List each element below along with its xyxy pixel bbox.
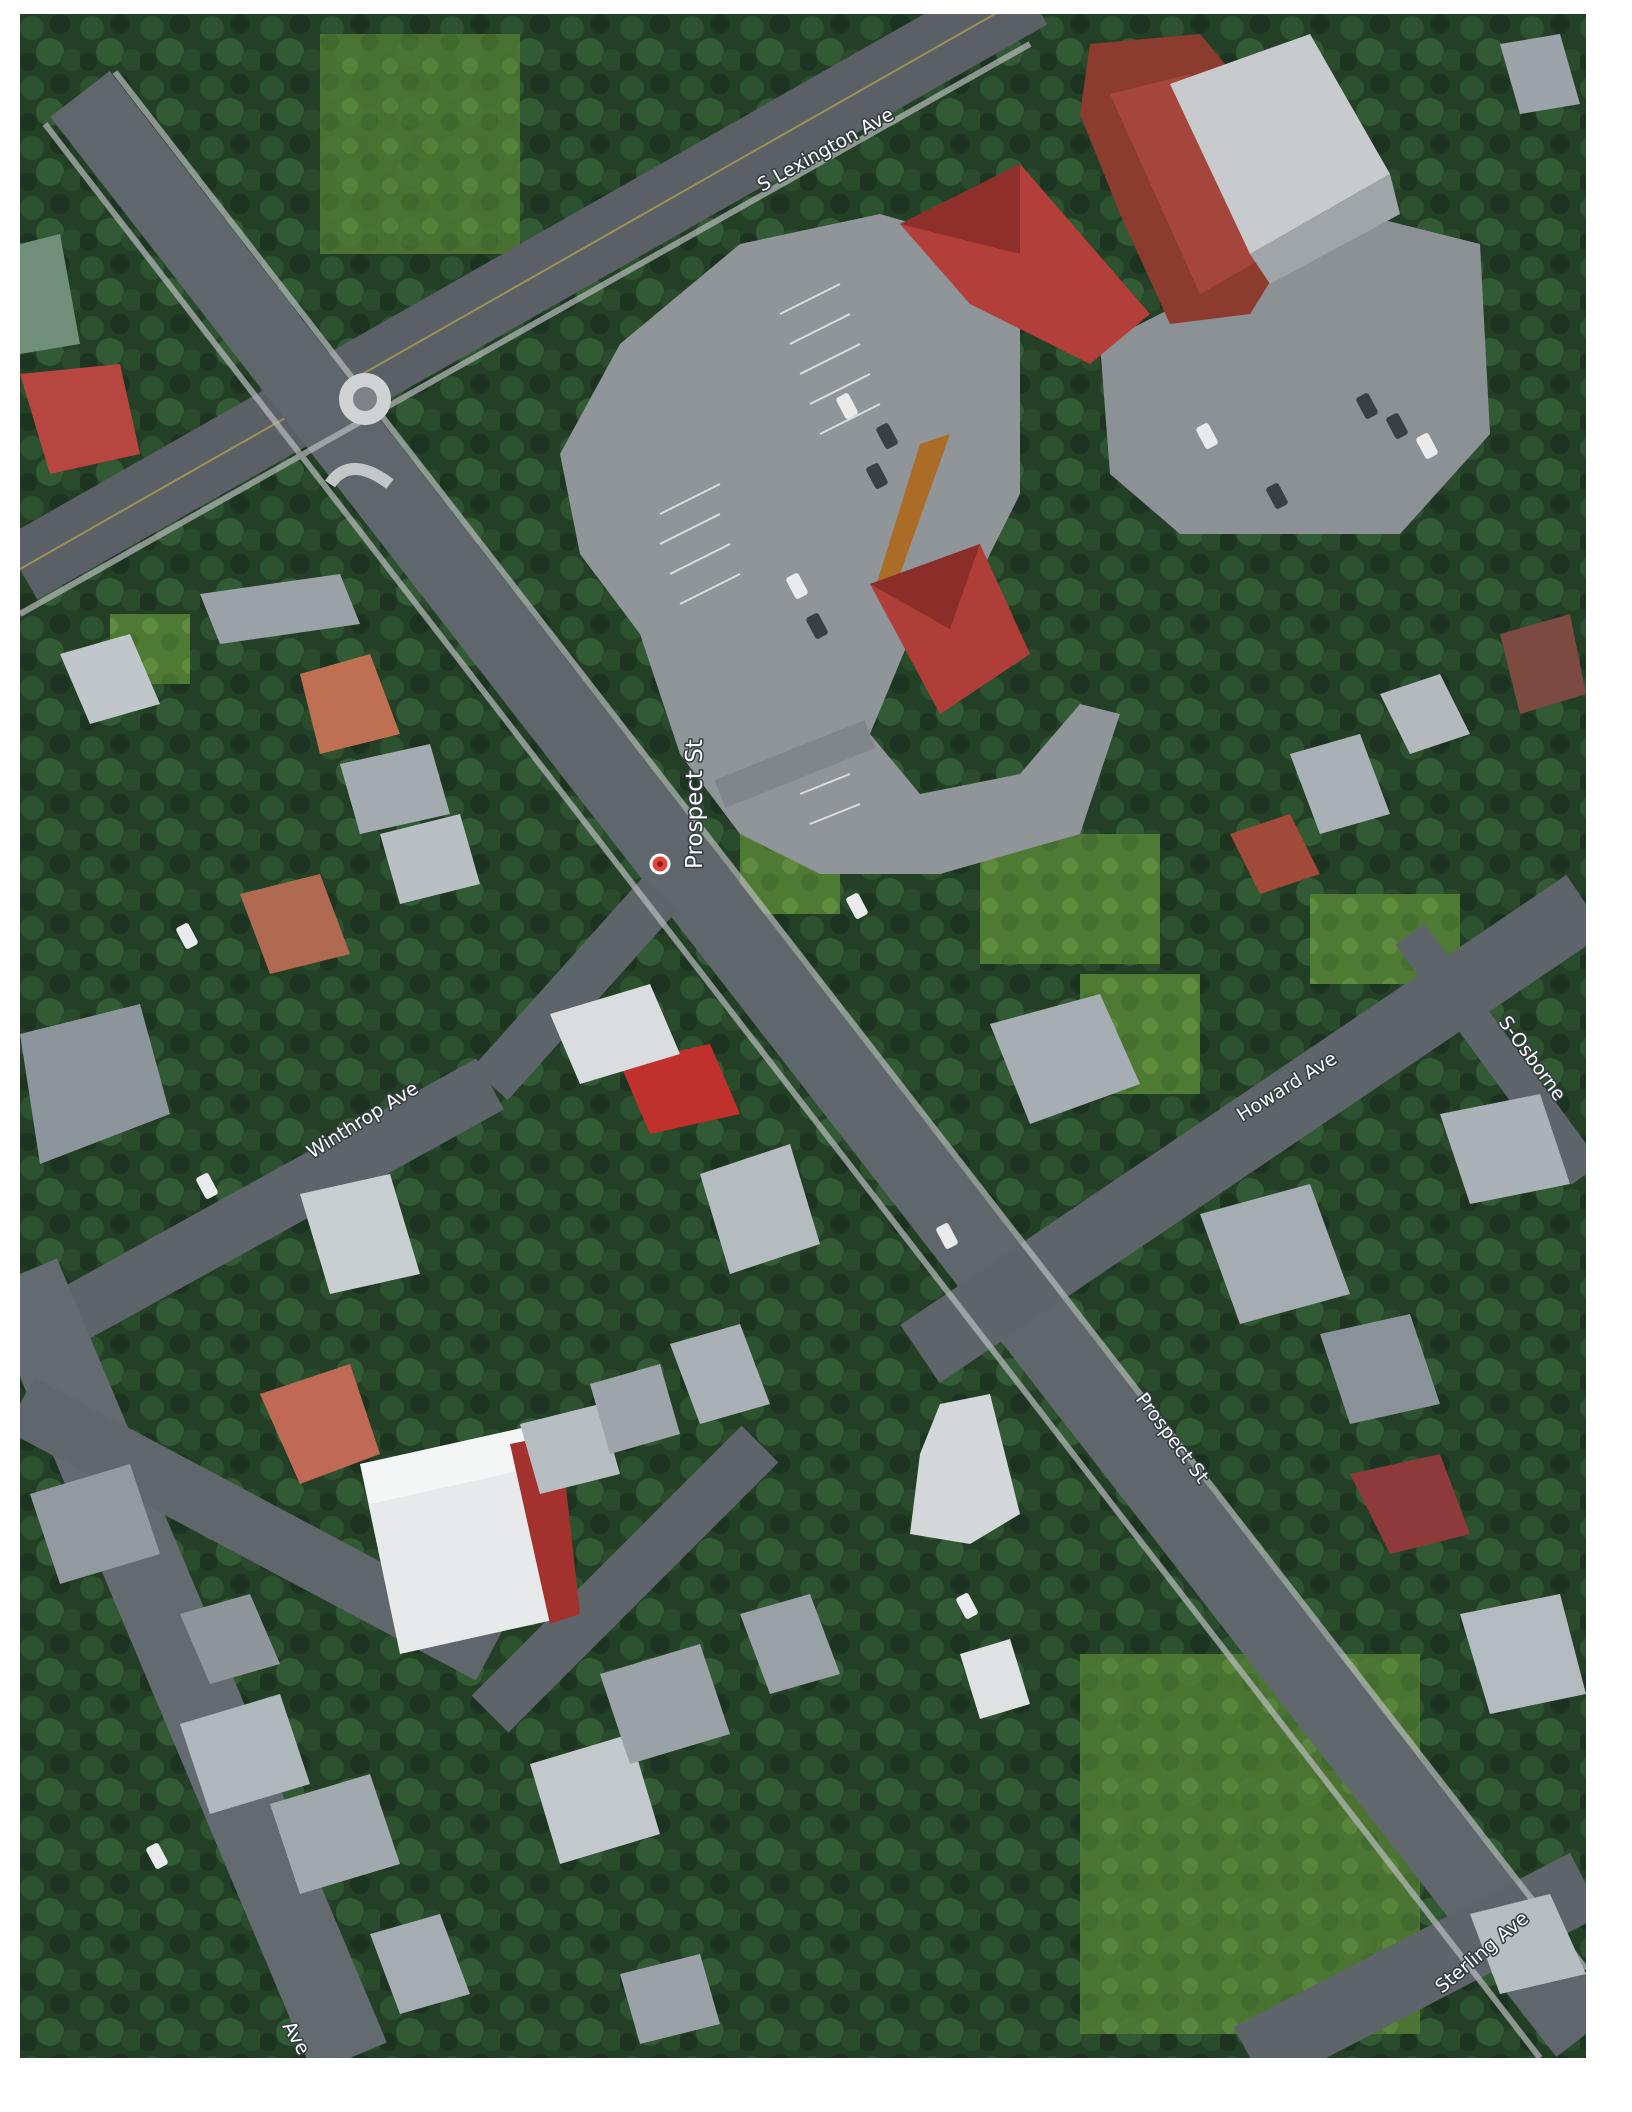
- fountain: [325, 373, 394, 489]
- map-canvas: S Lexington Ave Prospect St Winthrop Ave…: [20, 14, 1586, 2058]
- label-prospect-st-top: Prospect St: [682, 739, 708, 869]
- parked-cars: [146, 393, 1438, 1869]
- location-pin-icon[interactable]: [649, 853, 671, 875]
- flower-bed: [875, 434, 950, 589]
- buildings-gray-roof: [20, 34, 1586, 2044]
- buildings-red-roof: [20, 34, 1586, 1554]
- roads: [20, 14, 1586, 2058]
- parking-lot: [560, 214, 1490, 874]
- satellite-map[interactable]: S Lexington Ave Prospect St Winthrop Ave…: [20, 14, 1586, 2058]
